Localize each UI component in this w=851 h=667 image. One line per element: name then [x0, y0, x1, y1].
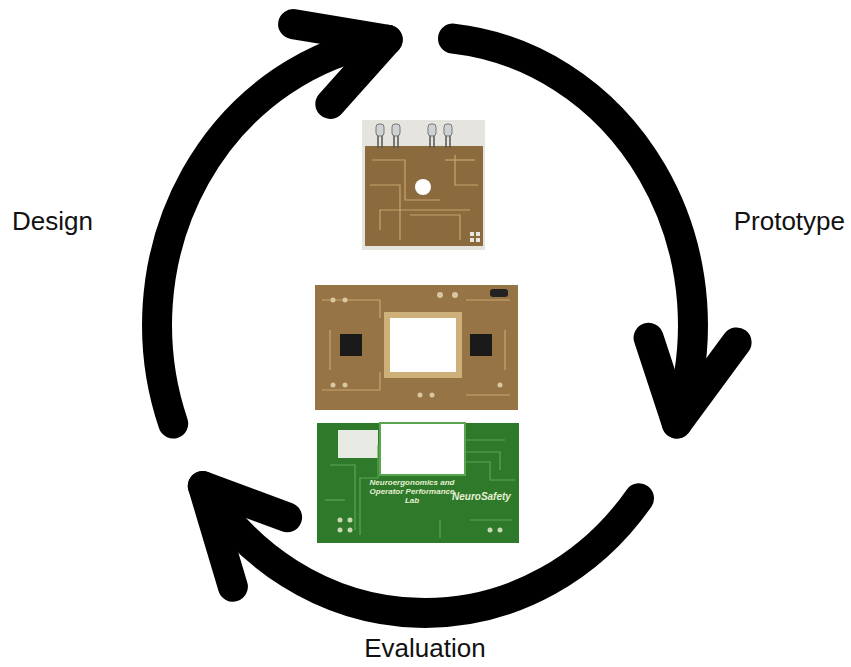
arrow-head — [649, 338, 737, 424]
arrow-head — [293, 24, 388, 104]
stage-label: Evaluation — [364, 634, 485, 663]
pcb-photo — [317, 423, 519, 543]
board-lab-name: Neuroergonomics and Operator Performance… — [366, 479, 458, 505]
stage-label: Design — [12, 207, 93, 236]
pcb-photo — [315, 285, 518, 410]
pcb-photo — [362, 120, 485, 250]
cycle-arrows — [157, 24, 737, 613]
arrow-head — [203, 486, 287, 587]
board-logo: NeuroSafety — [452, 491, 511, 502]
stage-label: Prototype — [734, 207, 845, 236]
